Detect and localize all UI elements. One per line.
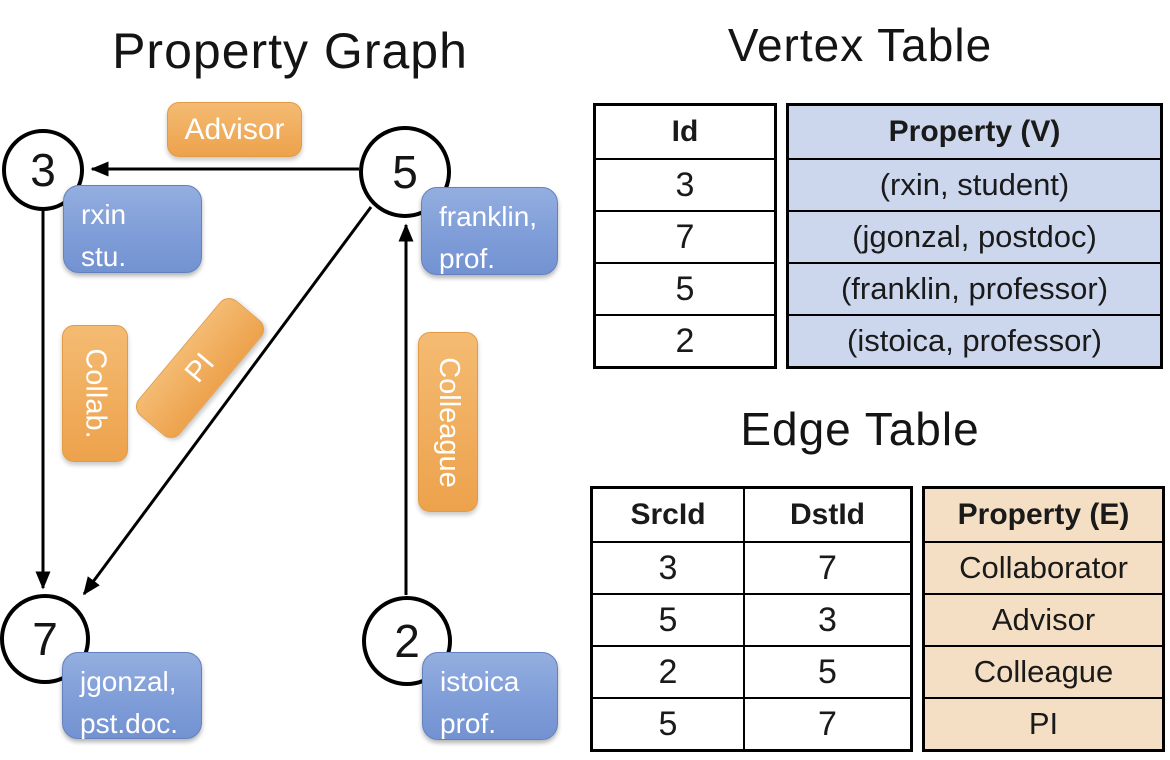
table-cell: 5: [596, 262, 774, 314]
edge-label-text: Advisor: [184, 112, 285, 146]
table-cell: 3: [593, 541, 743, 593]
vertex-label-line: jgonzal,: [80, 666, 177, 697]
vertex-label-line: rxin: [81, 199, 127, 230]
property-graph-title: Property Graph: [112, 23, 468, 79]
edge-table-property-column: Property (E) Collaborator Advisor Collea…: [922, 486, 1165, 752]
vertex-label-rxin: rxin stu.: [63, 185, 202, 273]
table-cell: 3: [596, 158, 774, 210]
table-cell: Collaborator: [925, 541, 1162, 593]
vertex-label-franklin: franklin, prof.: [421, 187, 558, 275]
edge-table-title: Edge Table: [740, 403, 980, 455]
vertex-table-title: Vertex Table: [727, 19, 993, 71]
vertex-label-line: pst.doc.: [80, 708, 179, 739]
vertex-node-5: 5: [359, 126, 451, 218]
table-cell: 7: [596, 210, 774, 262]
table-cell: Advisor: [925, 593, 1162, 645]
edge-label-text: PI: [178, 346, 221, 389]
graph-edges: [35, 161, 414, 596]
table-cell: 2: [593, 645, 743, 697]
edge-label-text: Colleague: [432, 356, 465, 488]
vertex-table-id-column: Id 3 7 5 2: [593, 103, 777, 369]
edge-label-text: Collab.: [79, 348, 112, 439]
table-cell: (istoica, professor): [789, 314, 1160, 366]
vertex-label-line: istoica: [440, 666, 520, 697]
edge-label-advisor: Advisor: [167, 102, 302, 157]
table-cell: PI: [925, 697, 1162, 749]
property-graph-panel: Property Graph 3 5 7 2 rxin: [0, 0, 580, 760]
vertex-id-7: 7: [32, 613, 58, 665]
vertex-table-property-column: Property (V) (rxin, student) (jgonzal, p…: [786, 103, 1163, 369]
vertex-label-istoica: istoica prof.: [422, 652, 558, 740]
vertex-label-line: stu.: [81, 241, 127, 272]
vertex-label-line: prof.: [440, 708, 497, 739]
table-cell: 5: [743, 645, 910, 697]
edge-table-header-property: Property (E): [925, 489, 1162, 541]
table-cell: 2: [596, 314, 774, 366]
vertex-label-line: prof.: [439, 243, 496, 274]
vertex-label-jgonzal: jgonzal, pst.doc.: [62, 652, 202, 739]
vertex-id-2: 2: [394, 615, 420, 667]
edge-table-header-srcid: SrcId: [630, 498, 706, 531]
vertex-label-line: franklin,: [439, 201, 538, 232]
table-cell: 5: [593, 697, 743, 749]
table-cell: (rxin, student): [789, 158, 1160, 210]
edge-table-header-dstid: DstId: [743, 489, 910, 541]
vertex-id-3: 3: [30, 144, 56, 196]
vertex-node-2: 2: [362, 596, 452, 686]
table-cell: (jgonzal, postdoc): [789, 210, 1160, 262]
table-cell: 7: [743, 697, 910, 749]
table-cell: 7: [743, 541, 910, 593]
vertex-table-header-property: Property (V): [789, 106, 1160, 158]
table-cell: 3: [743, 593, 910, 645]
vertex-id-5: 5: [392, 146, 418, 198]
edge-label-colleague: Colleague: [418, 332, 478, 512]
edge-label-collab: Collab.: [62, 325, 128, 462]
edge-table-id-columns: SrcId DstId 3 7 5 3 2 5 5 7: [590, 486, 913, 752]
table-cell: Colleague: [925, 645, 1162, 697]
edge-pi-5-to-7: [82, 206, 373, 596]
vertex-table-header-id: Id: [671, 115, 699, 148]
table-cell: 5: [593, 593, 743, 645]
table-cell: (franklin, professor): [789, 262, 1160, 314]
